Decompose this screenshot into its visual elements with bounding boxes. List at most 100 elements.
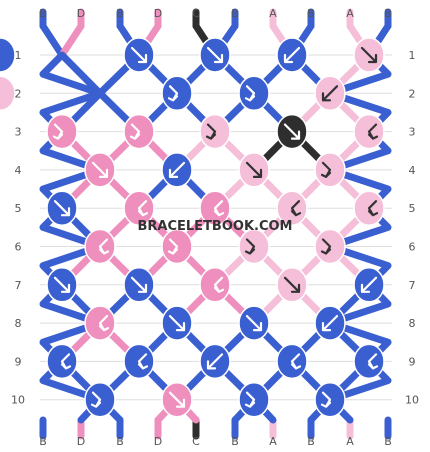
string-label-bottom: B (307, 435, 315, 448)
knot (0, 37, 16, 73)
string-label-top: D (154, 7, 162, 20)
row-label-right: 6 (409, 241, 416, 254)
knot (238, 305, 270, 341)
knot-arrow-icon (213, 276, 225, 293)
knot-arrow-icon (206, 353, 224, 370)
knot (353, 113, 385, 150)
row-label-right: 8 (409, 317, 416, 330)
knot-arrow-icon (283, 276, 301, 293)
knot (84, 305, 116, 341)
knot-arrow-icon (244, 391, 256, 408)
knot-arrow-icon (367, 123, 379, 140)
knot (161, 75, 193, 112)
knot (46, 267, 78, 303)
string-label-bottom: D (77, 435, 85, 448)
knot (238, 75, 270, 112)
knot-arrow-icon (91, 161, 109, 178)
knot (276, 190, 308, 226)
knot-arrow-icon (167, 238, 179, 255)
row-label-left: 7 (15, 279, 22, 292)
row-label-left: 10 (11, 394, 25, 407)
knot (314, 381, 346, 418)
knot-arrow-icon (283, 46, 301, 64)
knot (46, 343, 78, 380)
knot (123, 37, 155, 73)
knot-arrow-icon (137, 353, 149, 370)
knot (84, 228, 116, 265)
knot-arrow-icon (168, 391, 186, 408)
knot (199, 343, 231, 380)
knot-arrow-icon (360, 276, 378, 293)
row-label-right: 9 (409, 355, 416, 368)
knot (276, 113, 308, 150)
knot (353, 190, 385, 226)
knot-arrow-icon (98, 238, 110, 255)
row-label-left: 9 (15, 355, 22, 368)
knot (199, 37, 231, 73)
knot-arrow-icon (168, 161, 186, 178)
string-label-bottom: B (231, 435, 239, 448)
knot (238, 152, 270, 188)
knot-arrow-icon (244, 238, 256, 255)
row-label-left: 4 (15, 164, 22, 177)
knot (161, 152, 193, 188)
knot-arrow-icon (367, 353, 379, 370)
knot-arrow-icon (167, 85, 179, 102)
knot (84, 152, 116, 188)
row-label-left: 1 (15, 49, 22, 62)
knot-arrow-icon (130, 46, 148, 64)
knot-shape (0, 75, 16, 112)
knot-arrow-icon (137, 200, 149, 217)
knot (238, 381, 270, 418)
knot-arrow-icon (320, 161, 332, 178)
row-label-right: 10 (405, 394, 419, 407)
knot-arrow-icon (213, 200, 225, 217)
knot (314, 228, 346, 265)
knot (199, 113, 231, 150)
knot-arrow-icon (320, 391, 332, 408)
knot-arrow-icon (283, 123, 301, 140)
knot (46, 113, 78, 150)
string-label-bottom: B (384, 435, 392, 448)
row-label-right: 7 (409, 279, 416, 292)
knot (0, 75, 16, 112)
knot (353, 343, 385, 380)
knot (161, 228, 193, 265)
knot (123, 190, 155, 226)
string-label-top: B (307, 7, 315, 20)
knot (199, 190, 231, 226)
knot-arrow-icon (290, 353, 302, 370)
knot-arrow-icon (130, 276, 148, 293)
knot (314, 305, 346, 341)
string-label-bottom: C (192, 435, 200, 448)
knot (314, 152, 346, 188)
knot-arrow-icon (360, 46, 378, 64)
knot (161, 305, 193, 341)
knot-arrow-icon (244, 85, 256, 102)
knot (276, 267, 308, 303)
knots (0, 37, 385, 418)
knot-arrow-icon (321, 85, 339, 102)
knot-arrow-icon (321, 315, 339, 332)
string-label-top: B (116, 7, 124, 20)
knot (199, 267, 231, 303)
row-label-right: 4 (409, 164, 416, 177)
knot-shape (0, 37, 16, 73)
knot (238, 228, 270, 265)
row-label-right: 3 (409, 126, 416, 139)
thread-segment (58, 22, 85, 59)
knot-arrow-icon (206, 46, 224, 64)
string-label-top: A (269, 7, 277, 20)
knot (353, 37, 385, 73)
knot (276, 343, 308, 380)
knot-arrow-icon (205, 123, 217, 140)
thread-segment (39, 22, 66, 59)
knot-arrow-icon (245, 161, 263, 178)
row-label-left: 5 (15, 202, 22, 215)
row-label-left: 6 (15, 241, 22, 254)
